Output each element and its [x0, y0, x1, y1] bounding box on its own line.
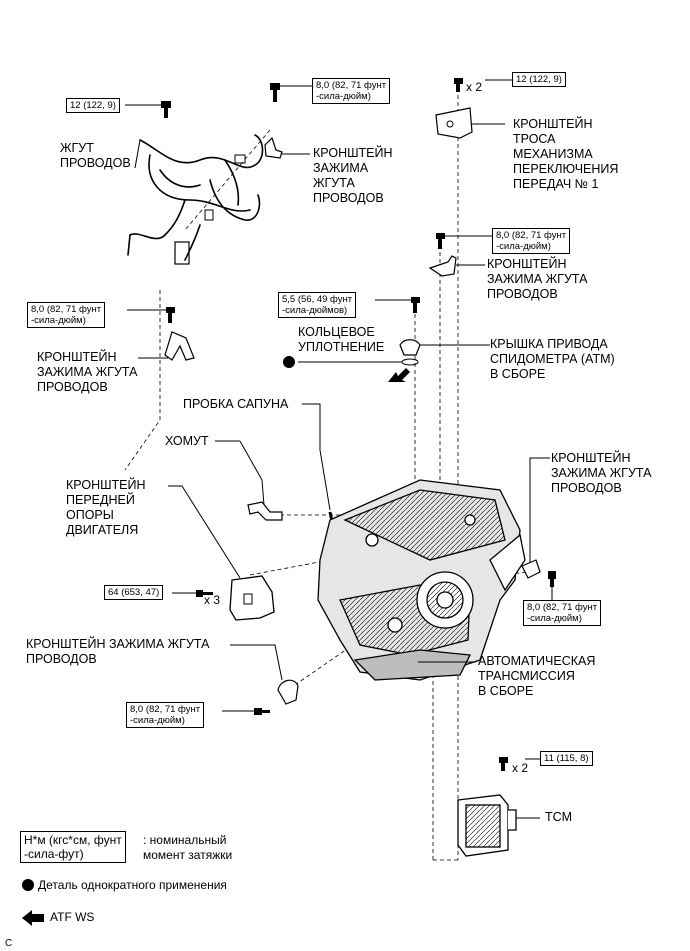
atf-arrow-icon	[388, 368, 410, 382]
bracket-left-lower-label: КРОНШТЕЙН ЗАЖИМА ЖГУТА ПРОВОДОВ	[26, 637, 210, 666]
bolt-icon	[548, 571, 556, 587]
shift-cable-bracket-part	[435, 107, 473, 139]
harness-bracket-right-lower-part	[521, 559, 541, 579]
bolt-icon	[499, 757, 508, 771]
o-ring-label: КОЛЬЦЕВОЕ УПЛОТНЕНИЕ	[298, 325, 385, 354]
torque-bracket-left-lower-box: 8,0 (82, 71 фунт -сила-дюйм)	[126, 702, 205, 728]
legend-atf: ATF WS	[50, 910, 95, 924]
bracket-top-label: КРОНШТЕЙН ЗАЖИМА ЖГУТА ПРОВОДОВ	[313, 146, 393, 205]
torque-tcm-box: 11 (115, 8)	[540, 751, 593, 766]
harness-bracket-right-mid-part	[428, 255, 457, 277]
speedometer-cover-label: КРЫШКА ПРИВОДА СПИДОМЕТРА (ATM) В СБОРЕ	[490, 337, 615, 381]
breather-plug-label: ПРОБКА САПУНА	[183, 397, 289, 411]
torque-mount-box: 64 (653, 47)	[104, 585, 164, 600]
legend-torque-box: Н*м (кгс*см, фунт -сила-фут)	[20, 831, 126, 863]
tcm-bolt-count: x 2	[512, 761, 529, 775]
torque-bracket-top-box: 8,0 (82, 71 фунт -сила-дюйм)	[312, 78, 391, 104]
bracket-left-mid-label: КРОНШТЕЙН ЗАЖИМА ЖГУТА ПРОВОДОВ	[37, 350, 138, 394]
corner-code: C	[5, 938, 13, 949]
legend-single-use: Деталь однократного применения	[38, 878, 227, 892]
o-ring-part	[401, 358, 419, 366]
wire-harness-part	[127, 134, 264, 265]
torque-speedo-box: 5,5 (56, 49 фунт -сила-дюймов)	[278, 292, 357, 318]
legend-torque-desc: : номинальный момент затяжки	[143, 833, 233, 862]
bolt-icon	[196, 590, 213, 597]
tcm-part	[457, 794, 517, 857]
harness-bracket-left-lower-part	[277, 679, 299, 705]
bracket-right-mid-label: КРОНШТЕЙН ЗАЖИМА ЖГУТА ПРОВОДОВ	[487, 257, 588, 301]
torque-shift-box: 12 (122, 9)	[512, 72, 566, 87]
bolt-icon	[254, 708, 270, 715]
harness-bracket-top-part	[264, 136, 283, 159]
mount-bolt-count: x 3	[204, 593, 221, 607]
clamp-label: ХОМУТ	[165, 434, 209, 448]
legend-dot-icon	[22, 879, 34, 891]
shift-cable-bracket-label: КРОНШТЕЙН ТРОСА МЕХАНИЗМА ПЕРЕКЛЮЧЕНИЯ П…	[513, 117, 619, 191]
bolt-icon	[166, 307, 175, 323]
bolt-icon	[411, 297, 420, 313]
bracket-right-lower-label: КРОНШТЕЙН ЗАЖИМА ЖГУТА ПРОВОДОВ	[551, 451, 652, 495]
torque-bracket-right-mid-box: 8,0 (82, 71 фунт -сила-дюйм)	[492, 228, 571, 254]
auto-transmission-label: АВТОМАТИЧЕСКАЯ ТРАНСМИССИЯ В СБОРЕ	[478, 654, 596, 698]
bolt-icon	[436, 233, 445, 249]
torque-harness-box: 12 (122, 9)	[66, 98, 120, 113]
transmission-part	[317, 479, 526, 681]
legend-arrow-icon	[22, 910, 44, 926]
harness-label: ЖГУТ ПРОВОДОВ	[60, 141, 131, 170]
bolt-icon	[161, 101, 171, 118]
single-use-dot-icon	[283, 356, 295, 368]
tcm-label: TCM	[545, 810, 573, 824]
torque-bracket-left-mid-box: 8,0 (82, 71 фунт -сила-дюйм)	[27, 302, 106, 328]
speedometer-cover-part	[399, 339, 421, 356]
bolt-icon	[454, 78, 463, 92]
bolt-icon	[270, 83, 280, 102]
torque-bracket-right-lower-box: 8,0 (82, 71 фунт -сила-дюйм)	[523, 600, 602, 626]
harness-bracket-left-mid-part	[164, 331, 195, 361]
front-mount-bracket-label: КРОНШТЕЙН ПЕРЕДНЕЙ ОПОРЫ ДВИГАТЕЛЯ	[66, 478, 146, 537]
clamp-part	[247, 501, 283, 521]
shift-bolt-count: x 2	[466, 80, 483, 94]
